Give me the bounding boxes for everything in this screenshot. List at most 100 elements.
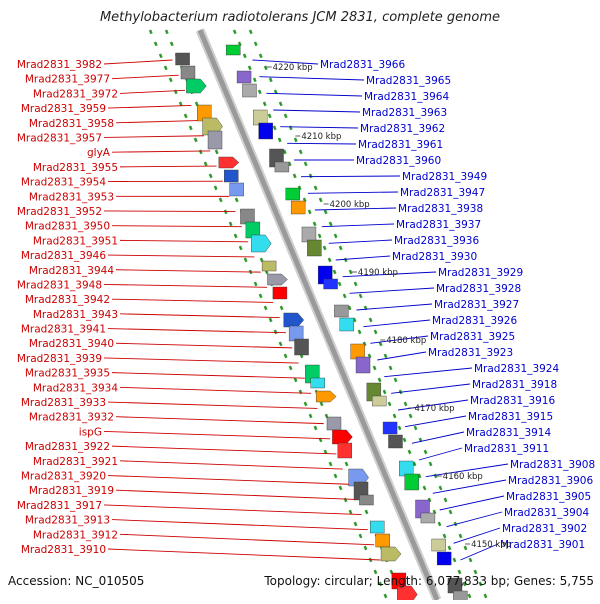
left-leader-line — [112, 75, 179, 79]
left-gene-label: Mrad2831_3944 — [29, 265, 114, 277]
right-leader-line — [433, 480, 506, 493]
right-leader-line — [350, 288, 434, 293]
reverse-gene-block — [405, 474, 419, 490]
left-gene-label: Mrad2831_3952 — [17, 206, 102, 218]
right-gene-label: Mrad2831_3923 — [428, 347, 513, 359]
scale-tick-label: 4160 kbp — [443, 472, 483, 482]
scale-tick-label: 4220 kbp — [273, 63, 313, 73]
reverse-gene-block — [421, 513, 435, 523]
left-gene-label: Mrad2831_3950 — [25, 221, 110, 233]
left-gene-label: Mrad2831_3920 — [21, 471, 106, 483]
left-gene-label: Mrad2831_3939 — [17, 353, 102, 365]
right-leader-line — [329, 240, 392, 243]
right-gene-label: Mrad2831_3947 — [400, 187, 485, 199]
left-leader-line — [116, 121, 198, 123]
left-leader-line — [112, 373, 305, 379]
reverse-gene-block — [275, 162, 289, 172]
left-gene-label: glyA — [87, 147, 111, 159]
left-gene-label: Mrad2831_3959 — [21, 103, 106, 115]
left-leader-line — [108, 402, 317, 408]
right-leader-line — [287, 143, 356, 144]
left-leader-line — [108, 329, 286, 333]
left-gene-label: Mrad2831_3946 — [21, 250, 106, 262]
right-gene-label: Mrad2831_3960 — [356, 155, 441, 167]
right-gene-label: Mrad2831_3915 — [468, 411, 553, 423]
forward-gene-block — [295, 339, 309, 355]
right-gene-label: Mrad2831_3902 — [502, 523, 587, 535]
left-gene-label: Mrad2831_3943 — [33, 309, 118, 321]
left-leader-line — [120, 461, 343, 469]
left-leader-line — [112, 520, 368, 530]
right-gene-label: Mrad2831_3916 — [470, 395, 555, 407]
reverse-gene-block — [399, 461, 413, 476]
reverse-gene-block — [453, 591, 467, 600]
forward-gene-block — [262, 261, 276, 271]
reverse-gene-block — [388, 435, 402, 448]
left-gene-label: Mrad2831_3948 — [17, 279, 102, 291]
left-leader-line — [104, 358, 299, 363]
left-leader-line — [112, 446, 336, 454]
right-gene-label: Mrad2831_3911 — [464, 443, 549, 455]
left-leader-line — [112, 151, 210, 152]
left-gene-label: Mrad2831_3940 — [29, 338, 114, 350]
forward-gene-block — [311, 378, 325, 388]
right-leader-line — [322, 224, 394, 227]
reverse-gene-block — [437, 552, 451, 565]
left-gene-label: Mrad2831_3935 — [25, 368, 110, 380]
right-gene-label: Mrad2831_3936 — [394, 235, 479, 247]
left-leader-line — [104, 211, 236, 212]
left-leader-line — [104, 136, 204, 138]
left-leader-line — [108, 549, 380, 560]
right-gene-label: Mrad2831_3924 — [474, 363, 559, 375]
right-gene-label: Mrad2831_3904 — [504, 507, 589, 519]
left-leader-line — [116, 270, 261, 272]
right-leader-line — [273, 110, 360, 112]
forward-gene-arrow — [268, 274, 288, 285]
forward-gene-arrow — [381, 547, 401, 561]
left-gene-label: Mrad2831_3977 — [25, 74, 110, 86]
forward-gene-arrow — [284, 313, 304, 327]
forward-gene-block — [176, 53, 190, 65]
left-gene-label: Mrad2831_3951 — [33, 235, 118, 247]
right-gene-label: Mrad2831_3928 — [436, 283, 521, 295]
left-leader-line — [116, 417, 324, 424]
left-gene-label: Mrad2831_3942 — [25, 294, 110, 306]
reverse-gene-block — [242, 84, 256, 97]
right-gene-label: Mrad2831_3925 — [430, 331, 515, 343]
right-gene-label: Mrad2831_3906 — [508, 475, 593, 487]
right-gene-label: Mrad2831_3905 — [506, 491, 591, 503]
right-leader-line — [363, 320, 430, 327]
forward-gene-block — [181, 66, 195, 79]
right-leader-line — [259, 77, 364, 80]
right-gene-label: Mrad2831_3962 — [360, 123, 445, 135]
left-leader-line — [116, 343, 292, 348]
right-gene-label: Mrad2831_3961 — [358, 139, 443, 151]
right-gene-label: Mrad2831_3965 — [366, 75, 451, 87]
reverse-gene-block — [237, 71, 251, 83]
left-gene-label: Mrad2831_3913 — [25, 515, 110, 527]
forward-gene-arrow — [186, 79, 206, 93]
right-gene-label: Mrad2831_3926 — [432, 315, 517, 327]
left-leader-line — [104, 431, 330, 438]
left-gene-label: Mrad2831_3958 — [29, 118, 114, 130]
reverse-gene-block — [324, 279, 338, 289]
left-gene-label: Mrad2831_3933 — [21, 397, 106, 409]
reverse-gene-block — [259, 123, 273, 139]
right-gene-label: Mrad2831_3927 — [434, 299, 519, 311]
right-leader-line — [440, 496, 504, 510]
right-gene-label: Mrad2831_3938 — [398, 203, 483, 215]
right-leader-line — [412, 432, 464, 443]
reverse-gene-block — [383, 422, 397, 434]
forward-gene-block — [230, 183, 244, 196]
left-leader-line — [108, 255, 254, 257]
right-gene-label: Mrad2831_3918 — [472, 379, 557, 391]
reverse-gene-block — [340, 318, 354, 331]
reverse-gene-block — [307, 240, 321, 256]
reverse-gene-block — [334, 305, 348, 317]
map-title: Methylobacterium radiotolerans JCM 2831,… — [0, 10, 600, 25]
left-gene-label: Mrad2831_3941 — [21, 324, 106, 336]
left-gene-label: Mrad2831_3919 — [29, 485, 114, 497]
reverse-gene-block — [372, 396, 386, 406]
left-gene-label: Mrad2831_3921 — [33, 456, 118, 468]
